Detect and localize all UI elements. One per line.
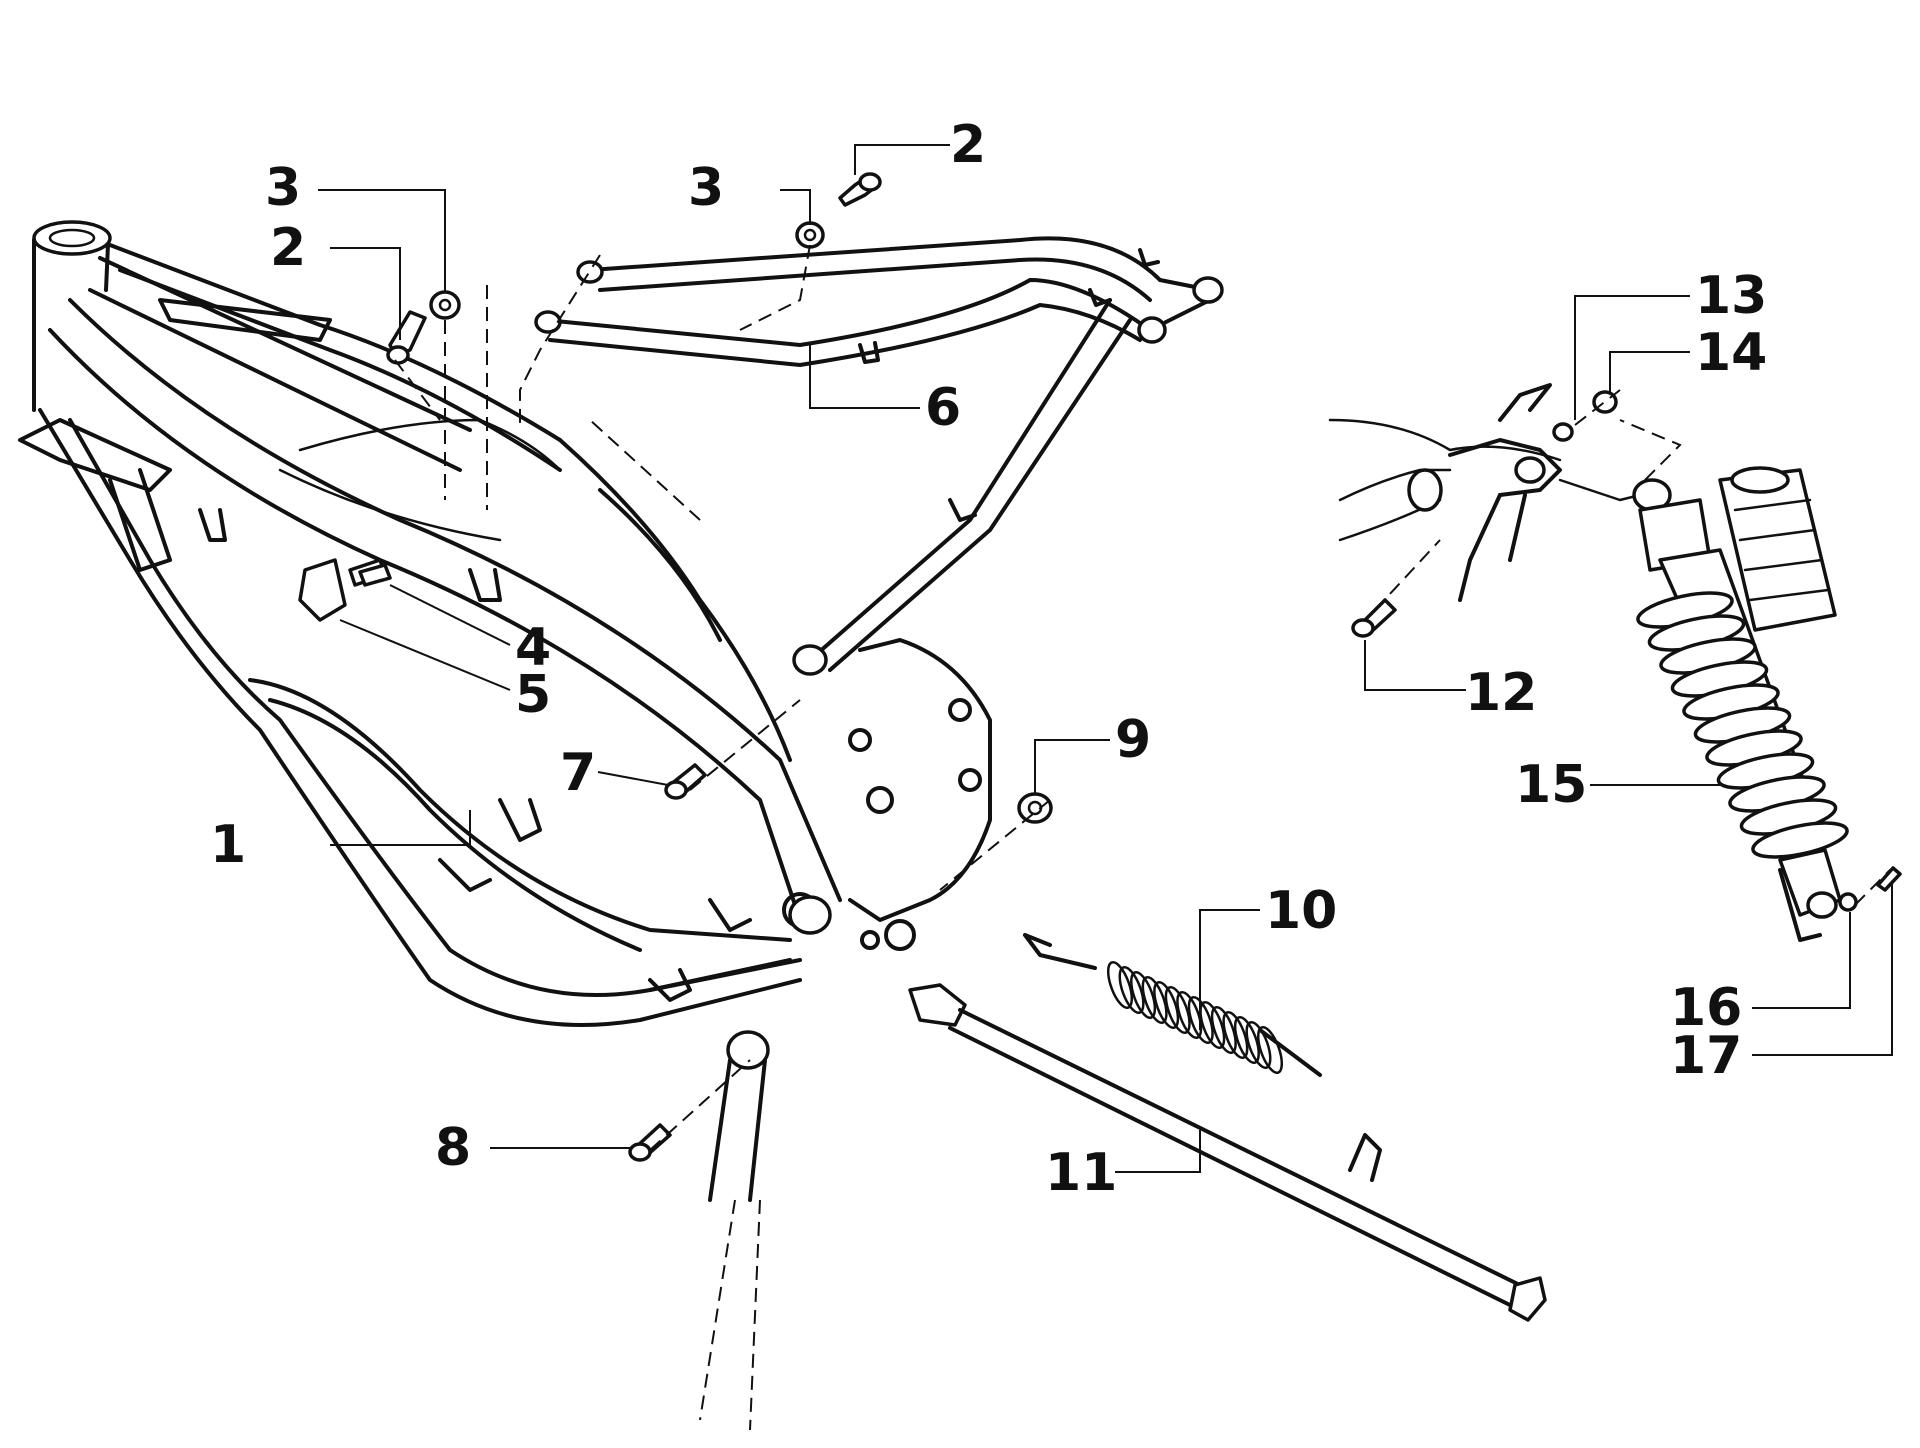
callout-3-left: 3	[265, 158, 301, 218]
spring-coil	[1256, 1025, 1284, 1075]
spring-coil	[1210, 1005, 1237, 1055]
spring-coil	[1130, 970, 1157, 1020]
spring-coil	[1141, 975, 1168, 1025]
rear-shock-inset	[1328, 383, 1849, 942]
callout-6: 6	[925, 378, 961, 438]
fasteners	[358, 172, 1902, 1162]
callout-9: 9	[1115, 710, 1151, 770]
callout-3-top: 3	[688, 158, 724, 218]
callout-1: 1	[210, 815, 246, 875]
spring-coil	[1187, 995, 1214, 1045]
callout-12: 12	[1465, 663, 1537, 723]
shock-spring-coils	[1636, 591, 1849, 859]
spring-coil	[1245, 1020, 1272, 1070]
callout-leaders	[318, 144, 1893, 1173]
rear-subframe	[534, 236, 1224, 676]
spring-coil	[1176, 990, 1203, 1040]
callout-7: 7	[560, 743, 596, 803]
callout-14: 14	[1695, 323, 1767, 383]
assembly-lines	[394, 244, 1891, 1431]
callout-5: 5	[515, 665, 551, 725]
spring-coil	[1222, 1010, 1249, 1060]
spring-coil	[1164, 985, 1191, 1035]
callout-13: 13	[1695, 266, 1767, 326]
callout-17: 17	[1670, 1026, 1742, 1086]
spring-coil	[1106, 960, 1134, 1010]
stand-spring	[1023, 933, 1322, 1077]
main-frame	[18, 220, 992, 1027]
callout-4: 4	[515, 618, 551, 678]
callout-numbers: 1 2 2 3 3 4 5 6 7 8 9 10 11 12 13 14 15 …	[210, 115, 1767, 1203]
callout-8: 8	[435, 1118, 471, 1178]
spring-coil	[1199, 1000, 1226, 1050]
callout-2-top: 2	[950, 115, 986, 175]
spring-coil	[1118, 965, 1145, 1015]
spring-coil	[1233, 1015, 1260, 1065]
callout-16: 16	[1670, 978, 1742, 1038]
callout-11: 11	[1045, 1143, 1117, 1203]
spring-coil	[1153, 980, 1180, 1030]
callout-2-left: 2	[270, 218, 306, 278]
callout-15: 15	[1515, 755, 1587, 815]
callout-10: 10	[1265, 881, 1337, 941]
side-stand	[708, 983, 1547, 1322]
